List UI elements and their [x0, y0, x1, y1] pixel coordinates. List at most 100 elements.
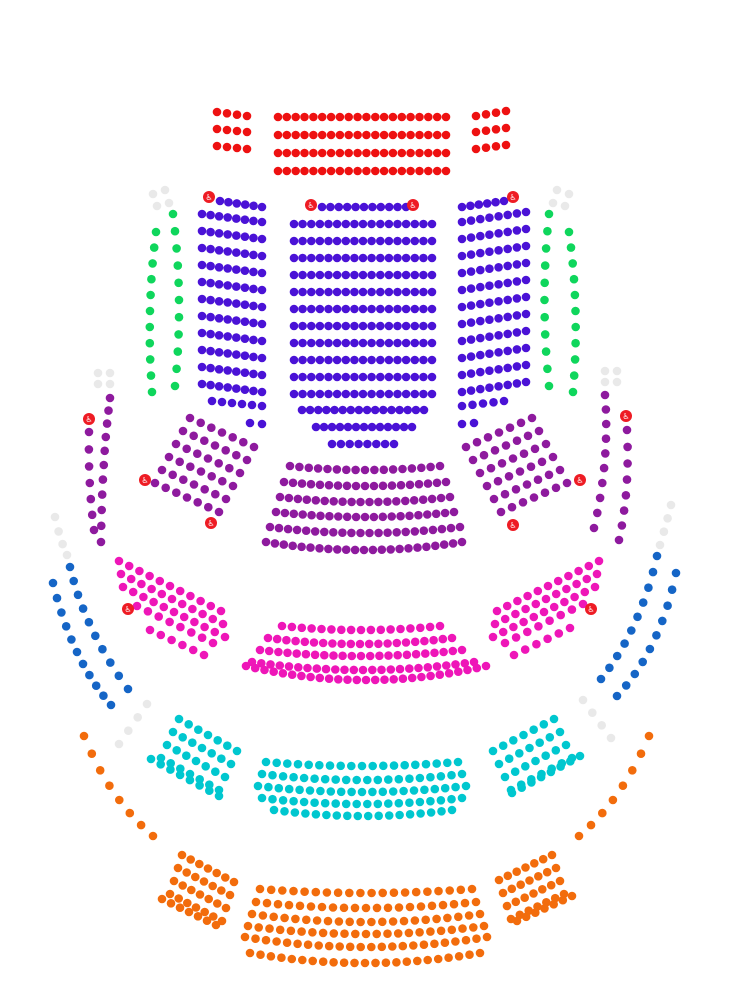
seat[interactable]	[494, 297, 503, 306]
seat[interactable]	[282, 938, 292, 947]
seat[interactable]	[324, 355, 333, 365]
seat[interactable]	[350, 903, 360, 913]
seat[interactable]	[298, 321, 307, 331]
seat[interactable]	[242, 111, 252, 121]
seat[interactable]	[284, 493, 294, 503]
seat[interactable]	[209, 912, 218, 921]
seat[interactable]	[420, 785, 429, 795]
seat[interactable]	[536, 772, 546, 782]
seat[interactable]	[544, 470, 554, 480]
seat[interactable]	[275, 925, 285, 935]
seat[interactable]	[447, 770, 456, 780]
seat[interactable]	[207, 396, 217, 406]
seat[interactable]	[329, 958, 338, 967]
seat[interactable]	[595, 493, 605, 503]
seat[interactable]	[335, 422, 345, 432]
seat[interactable]	[476, 214, 485, 224]
seat[interactable]	[623, 442, 632, 452]
seat[interactable]	[468, 400, 477, 410]
seat[interactable]	[410, 637, 420, 647]
seat[interactable]	[300, 148, 309, 158]
seat[interactable]	[507, 502, 517, 512]
seat[interactable]	[284, 662, 294, 671]
seat[interactable]	[311, 496, 321, 505]
seat[interactable]	[410, 253, 420, 263]
seat[interactable]	[289, 355, 299, 365]
seat[interactable]	[383, 903, 393, 913]
seat[interactable]	[521, 275, 531, 285]
seat[interactable]	[432, 130, 442, 140]
seat[interactable]	[645, 644, 655, 654]
seat[interactable]	[417, 672, 426, 682]
seat[interactable]	[533, 475, 543, 485]
seat[interactable]	[387, 481, 397, 490]
seat[interactable]	[102, 419, 112, 428]
seat[interactable]	[240, 215, 250, 224]
seat[interactable]	[203, 864, 213, 873]
seat[interactable]	[300, 637, 310, 647]
seat[interactable]	[215, 196, 225, 206]
seat[interactable]	[188, 604, 197, 614]
seat[interactable]	[325, 511, 334, 521]
seat[interactable]	[395, 664, 405, 674]
seat[interactable]	[457, 419, 467, 429]
seat[interactable]	[315, 544, 324, 553]
seat[interactable]	[485, 349, 494, 359]
seat[interactable]	[315, 304, 325, 314]
seat[interactable]	[440, 783, 450, 793]
seat[interactable]	[315, 760, 324, 770]
seat[interactable]	[430, 784, 440, 794]
seat[interactable]	[223, 366, 232, 375]
seat[interactable]	[589, 523, 599, 533]
seat[interactable]	[466, 201, 475, 211]
seat[interactable]	[73, 590, 83, 600]
seat[interactable]	[232, 265, 241, 274]
seat[interactable]	[312, 916, 322, 925]
seat[interactable]	[407, 673, 417, 683]
seat[interactable]	[249, 318, 258, 328]
seat[interactable]	[206, 363, 215, 373]
seat[interactable]	[426, 772, 435, 782]
seat[interactable]	[277, 953, 286, 962]
seat[interactable]	[485, 230, 494, 239]
seat[interactable]	[475, 948, 485, 958]
seat[interactable]	[397, 148, 407, 158]
seat[interactable]	[411, 405, 421, 415]
seat[interactable]	[315, 253, 325, 263]
seat[interactable]	[466, 335, 476, 344]
seat[interactable]	[350, 372, 359, 382]
seat[interactable]	[393, 270, 402, 280]
seat[interactable]	[298, 355, 307, 365]
seat[interactable]	[291, 148, 301, 158]
seat[interactable]	[174, 330, 183, 339]
seat[interactable]	[312, 664, 322, 673]
seat[interactable]	[384, 236, 394, 246]
seat[interactable]	[229, 877, 239, 887]
seat[interactable]	[386, 625, 395, 634]
seat[interactable]	[97, 521, 106, 531]
seat[interactable]	[317, 624, 326, 634]
seat[interactable]	[389, 439, 399, 449]
seat[interactable]	[257, 234, 267, 244]
seat[interactable]	[226, 759, 236, 769]
seat[interactable]	[449, 507, 459, 517]
seat[interactable]	[406, 148, 415, 158]
seat[interactable]	[376, 355, 385, 365]
seat[interactable]	[202, 916, 212, 925]
seat[interactable]	[522, 480, 532, 489]
seat[interactable]	[173, 347, 183, 356]
seat[interactable]	[512, 226, 522, 235]
seat[interactable]	[315, 389, 325, 399]
seat[interactable]	[466, 352, 476, 361]
seat[interactable]	[395, 544, 404, 554]
seat[interactable]	[320, 798, 330, 808]
seat[interactable]	[501, 140, 511, 150]
seat[interactable]	[541, 594, 551, 604]
seat[interactable]	[214, 459, 223, 468]
seat[interactable]	[367, 372, 376, 382]
seat[interactable]	[354, 439, 363, 449]
seat[interactable]	[555, 727, 565, 737]
seat[interactable]	[465, 950, 474, 959]
seat[interactable]	[291, 636, 300, 646]
seat[interactable]	[519, 617, 528, 627]
